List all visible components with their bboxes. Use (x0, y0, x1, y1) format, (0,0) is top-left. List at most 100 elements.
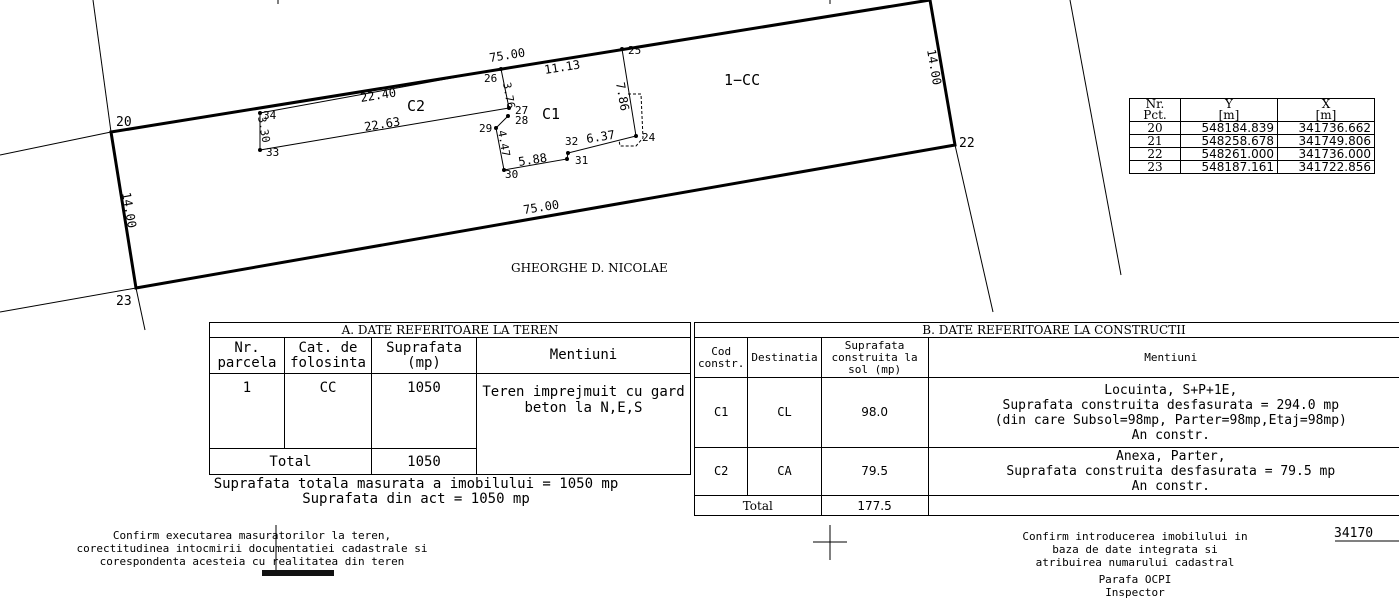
mention-line: Anexa, Parter, (1116, 449, 1226, 464)
point-label-26: 26 (484, 72, 497, 85)
coord-y: 548187.161 (1180, 160, 1278, 174)
point-label-29: 29 (479, 122, 492, 135)
header-built-area: Suprafata construita la sol (mp) (820, 337, 929, 378)
neighbour-lines (0, 0, 1122, 331)
header-mentions: Mentiuni (476, 337, 691, 374)
confirm-line: corespondenta acesteia cu realitatea din… (99, 555, 405, 568)
cell-mentions: Teren imprejmuit cu gard beton la N,E,S (476, 373, 691, 475)
parcel-boundary (109, 0, 957, 290)
ocpi-confirmation: Confirm introducerea imobilului in baza … (1000, 530, 1270, 599)
table-row: C1 CL 98.0 Locuinta, S+P+1E, Suprafata c… (693, 377, 1399, 448)
point-label-24: 24 (642, 131, 656, 144)
cell-parcel-nr: 1 (209, 373, 285, 449)
coord-x: 341749.806 (1277, 134, 1375, 148)
header-construction-mentions: Mentiuni (927, 337, 1399, 378)
point-label-33: 33 (266, 146, 279, 159)
mention-line: An constr. (1131, 427, 1210, 443)
cell-dest: CL (747, 377, 822, 448)
point-label-20: 20 (116, 115, 132, 130)
mention-line: Suprafata construita desfasurata = 79.5 … (1006, 464, 1336, 479)
confirm-line: corectitudinea intocmirii documentatiei … (76, 542, 428, 555)
surveyor-confirmation: Confirm executarea masuratorilor la tere… (62, 529, 442, 568)
cell-cod: C1 (693, 377, 749, 448)
header-category: Cat. de folosinta (284, 337, 372, 374)
construction-total-label: Total (694, 495, 822, 516)
table-row: 22 548261.000 341736.000 (1129, 147, 1375, 161)
dim-c1-b: 4.47 (495, 129, 512, 157)
area-summary: Suprafata totala masurata a imobilului =… (196, 477, 636, 507)
crosshair-marks (275, 525, 847, 570)
dim-c1-c: 5.88 (517, 151, 548, 169)
dim-top: 75.00 (488, 45, 526, 64)
building-c1-label: C1 (542, 105, 560, 123)
table-row: 23 548187.161 341722.856 (1129, 160, 1375, 174)
dim-c2-top: 22.40 (359, 85, 397, 104)
cell-construction-mentions: Locuinta, S+P+1E, Suprafata construita d… (927, 377, 1399, 448)
mention-line: Locuinta, S+P+1E, (1104, 382, 1238, 398)
coord-y: 548258.678 (1180, 134, 1278, 148)
dim-c1-top: 11.13 (543, 57, 581, 76)
parcel-label: 1−CC (724, 71, 760, 89)
summary-deed: Suprafata din act = 1050 mp (302, 491, 530, 507)
dim-left: 14.00 (119, 191, 139, 229)
point-label-22: 22 (959, 136, 975, 151)
dim-c2-bottom: 22.63 (363, 114, 401, 133)
cell-dest: CA (747, 447, 822, 496)
cell-built-area: 98.0 (820, 377, 929, 448)
header-cod: Cod constr. (693, 337, 749, 378)
owner-name: GHEORGHE D. NICOLAE (511, 261, 668, 275)
mention-line: (din care Subsol=98mp, Parter=98mp,Etaj=… (994, 412, 1347, 428)
coord-header-nr: Nr.Pct. (1129, 98, 1181, 122)
construction-total-empty (927, 495, 1399, 516)
cell-cod: C2 (693, 447, 749, 496)
total-value: 1050 (371, 448, 477, 475)
construction-data-table: B. DATE REFERITOARE LA CONSTRUCTII Cod c… (693, 322, 1399, 516)
dim-bottom: 75.00 (522, 197, 560, 216)
confirm-line: baza de date integrata si (1052, 543, 1218, 556)
point-label-27: 27 (515, 104, 528, 117)
table-row: 21 548258.678 341749.806 (1129, 134, 1375, 148)
dim-c1-right: 7.86 (613, 81, 632, 112)
porch-outline (618, 93, 644, 147)
point-label-32: 32 (565, 135, 578, 148)
table-row: 20 548184.839 341736.662 (1129, 121, 1375, 135)
point-label-31: 31 (575, 154, 588, 167)
dim-right: 14.00 (924, 48, 944, 86)
coord-x: 341736.662 (1277, 121, 1375, 135)
dim-c1-a: 3.76 (500, 81, 517, 109)
total-label: Total (209, 448, 372, 475)
building-c2-label: C2 (407, 97, 425, 115)
ocpi-stamp-label: Parafa OCPI (1098, 573, 1172, 586)
mention-line: Suprafata construita desfasurata = 294.0… (1002, 397, 1340, 413)
point-markers (258, 47, 638, 172)
construction-total-value: 177.5 (820, 495, 929, 516)
cell-built-area: 79.5 (820, 447, 929, 496)
coord-y: 548261.000 (1180, 147, 1278, 161)
coord-point: 22 (1129, 147, 1181, 161)
point-label-30: 30 (505, 168, 518, 181)
header-destination: Destinatia (747, 337, 822, 378)
coord-point: 23 (1129, 160, 1181, 174)
dim-c1-d: 6.37 (585, 128, 616, 146)
coord-x: 341736.000 (1277, 147, 1375, 161)
redacted-signature (262, 570, 334, 576)
inspector-label: Inspector (1105, 586, 1165, 599)
land-table-title: A. DATE REFERITOARE LA TEREN (209, 322, 691, 338)
building-c2-outline (259, 68, 510, 151)
header-parcel: Nr. parcela (209, 337, 285, 374)
cadastral-number: 34170 (1334, 527, 1374, 540)
coordinates-table: Nr.Pct. Y[m] X[m] 20 548184.839 341736.6… (1129, 98, 1375, 174)
coord-point: 20 (1129, 121, 1181, 135)
coord-header-x: X[m] (1277, 98, 1375, 122)
point-label-23: 23 (116, 294, 132, 309)
mention-line: An constr. (1131, 479, 1210, 494)
coord-point: 21 (1129, 134, 1181, 148)
cell-area: 1050 (371, 373, 477, 449)
point-label-28: 28 (515, 114, 528, 127)
summary-measured: Suprafata totala masurata a imobilului =… (213, 476, 619, 492)
land-data-table: A. DATE REFERITOARE LA TEREN Nr. parcela… (209, 322, 691, 475)
coord-y: 548184.839 (1180, 121, 1278, 135)
table-row: C2 CA 79.5 Anexa, Parter, Suprafata cons… (693, 447, 1399, 496)
coord-header-y: Y[m] (1180, 98, 1278, 122)
